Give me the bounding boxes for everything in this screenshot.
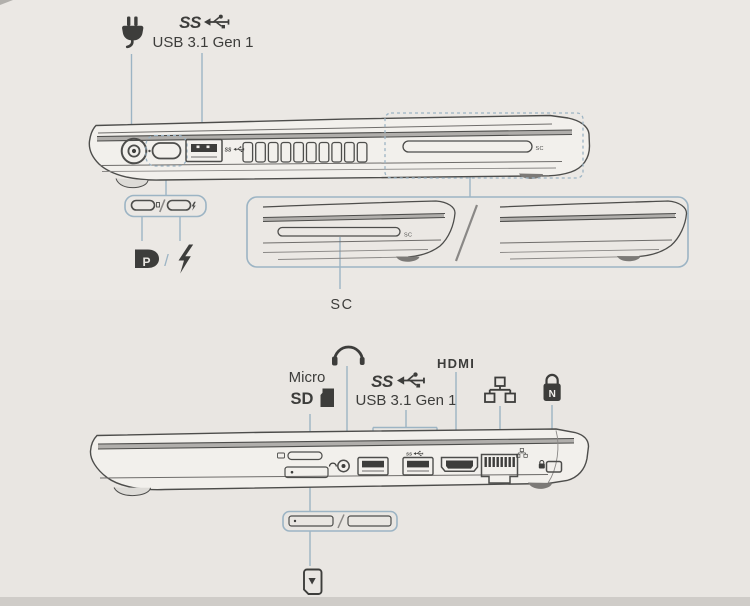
smartcard-port-mark: SC [536, 146, 544, 152]
hdmi-label: HDMI [437, 356, 475, 371]
rubber-foot [528, 482, 552, 489]
svg-text:P: P [142, 255, 150, 269]
smartcard-callout: SC [246, 196, 689, 268]
usb-c-variants-callout [124, 194, 207, 218]
svg-text:SD: SD [291, 390, 314, 408]
sim-variants-callout [282, 510, 398, 532]
svg-text:SS: SS [406, 452, 412, 457]
rubber-foot [519, 173, 543, 179]
cooling-vents [242, 141, 368, 163]
usb-superspeed-logo-top: SS [179, 13, 230, 32]
headset-jack [328, 459, 350, 473]
usb-c-port-tb [166, 199, 192, 211]
rubber-foot [115, 178, 149, 189]
smartcard-variant-with-slot: SC [262, 200, 456, 262]
usb-c-dashed-highlight [145, 134, 188, 167]
sim-card-icon [303, 568, 323, 595]
rubber-foot [113, 487, 151, 497]
svg-text:SS: SS [225, 148, 232, 154]
usb-ss-port-mark: SS [225, 145, 245, 154]
smartcard-caption: SC [330, 297, 353, 313]
headset-icon [332, 345, 365, 366]
hinge-band [98, 438, 574, 449]
hinge-band [97, 130, 572, 141]
usb-a-port [185, 138, 223, 163]
smartcard-variant-without-slot [499, 200, 688, 262]
microsd-card-icon [320, 388, 334, 407]
power-plug-icon [122, 16, 144, 49]
svg-text:SS: SS [371, 372, 394, 391]
power-connector-port [120, 137, 151, 165]
usb-a-port-2 [402, 456, 434, 476]
microsd-label: Micro SD [289, 369, 334, 408]
usb-ss-text-top: SS [179, 13, 202, 32]
security-lock-icon: N [543, 373, 561, 401]
usb-c-port-dp [130, 199, 156, 211]
dp-tb-separator: / [164, 251, 169, 270]
smartcard-callout-mark: SC [404, 233, 412, 239]
page-bottom-edge [0, 597, 750, 606]
svg-text:Micro: Micro [289, 369, 326, 386]
smartcard-slot [277, 226, 401, 237]
svg-text:N: N [549, 389, 556, 400]
ethernet-port [480, 448, 528, 484]
sim-tray [284, 466, 329, 479]
laptop-left-side-view: SS SC [88, 114, 591, 189]
thunderbolt-icon [178, 244, 194, 274]
sim-tray-with-pinhole [288, 515, 334, 527]
usb-superspeed-logo-bottom: SS [371, 371, 425, 391]
usb-ss-port-mark: SS [406, 450, 424, 457]
smartcard-dashed-highlight [384, 112, 584, 179]
usb-c-port [151, 142, 182, 160]
sim-tray-plain [347, 515, 392, 527]
usb-label-top: USB 3.1 Gen 1 [153, 34, 254, 51]
hdmi-port [440, 456, 479, 472]
usb-label-bottom: USB 3.1 Gen 1 [356, 392, 457, 409]
microsd-slot [287, 451, 323, 461]
displayport-icon: P [135, 249, 159, 269]
smartcard-slot [402, 140, 533, 153]
laptop-right-side-view: SS [89, 428, 590, 497]
variant-separator-slash [337, 514, 345, 529]
usb-a-port-1 [357, 456, 389, 476]
page-corner-artifact [0, 0, 13, 5]
lock-slot [538, 459, 563, 473]
variant-separator-slash [454, 204, 479, 262]
